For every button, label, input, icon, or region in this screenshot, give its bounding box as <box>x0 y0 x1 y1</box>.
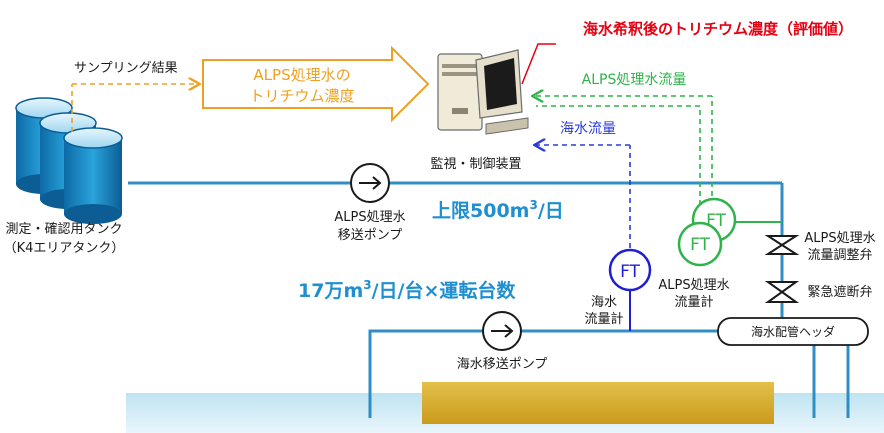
valve-icon <box>764 235 800 303</box>
header-pipe-label: 海水配管ヘッダ <box>751 324 835 339</box>
alps-flow-meters <box>677 197 782 267</box>
seawater-flow-signal-label: 海水流量 <box>560 121 616 137</box>
seawater-meter-line1: 海水 <box>591 295 617 310</box>
tank-label-line2: （K4エリアタンク） <box>4 241 125 256</box>
seawater-meter-line2: 流量計 <box>584 311 623 327</box>
sand-block <box>422 382 774 424</box>
alps-ft-text-back: FT <box>706 211 726 231</box>
upper-limit-label: 上限500m3/日 <box>432 198 564 222</box>
emergency-valve-label: 緊急遮断弁 <box>807 284 872 300</box>
pump-icon <box>350 163 390 203</box>
flow-control-valve-line1: ALPS処理水 <box>804 231 875 246</box>
alps-meter-line2: 流量計 <box>674 294 713 310</box>
monitor-label: 監視・制御装置 <box>430 156 521 172</box>
seawater-ft-text: FT <box>620 262 640 282</box>
seawater-pump-label: 海水移送ポンプ <box>457 357 548 372</box>
alps-flow-signal-label: ALPS処理水流量 <box>582 72 687 88</box>
alps-concentration-line1: ALPS処理水の <box>253 66 350 84</box>
evaluation-leader <box>521 43 556 85</box>
pump-icon <box>482 311 522 351</box>
seawater-flow-signal <box>536 145 631 248</box>
alps-concentration-arrow <box>202 45 430 123</box>
alps-ft-text-front: FT <box>690 235 710 255</box>
evaluation-label: 海水希釈後のトリチウム濃度（評価値） <box>583 20 853 38</box>
sampling-result-label: サンプリング結果 <box>74 61 178 76</box>
tank-label-line1: 測定・確認用タンク <box>5 221 122 237</box>
capacity-label: 17万m3/日/台×運転台数 <box>298 278 516 302</box>
alps-pump-line2: 移送ポンプ <box>338 228 403 243</box>
alps-concentration-line2: トリチウム濃度 <box>249 87 354 105</box>
flow-control-valve-line2: 流量調整弁 <box>807 248 872 263</box>
alps-pump-line1: ALPS処理水 <box>334 210 405 225</box>
seawater-ft-circle <box>608 248 652 292</box>
storage-tank-icon <box>15 97 123 224</box>
sampling-line <box>71 84 198 132</box>
alps-meter-line1: ALPS処理水 <box>658 278 729 293</box>
computer-icon <box>437 49 529 135</box>
header-pipe <box>717 317 869 346</box>
